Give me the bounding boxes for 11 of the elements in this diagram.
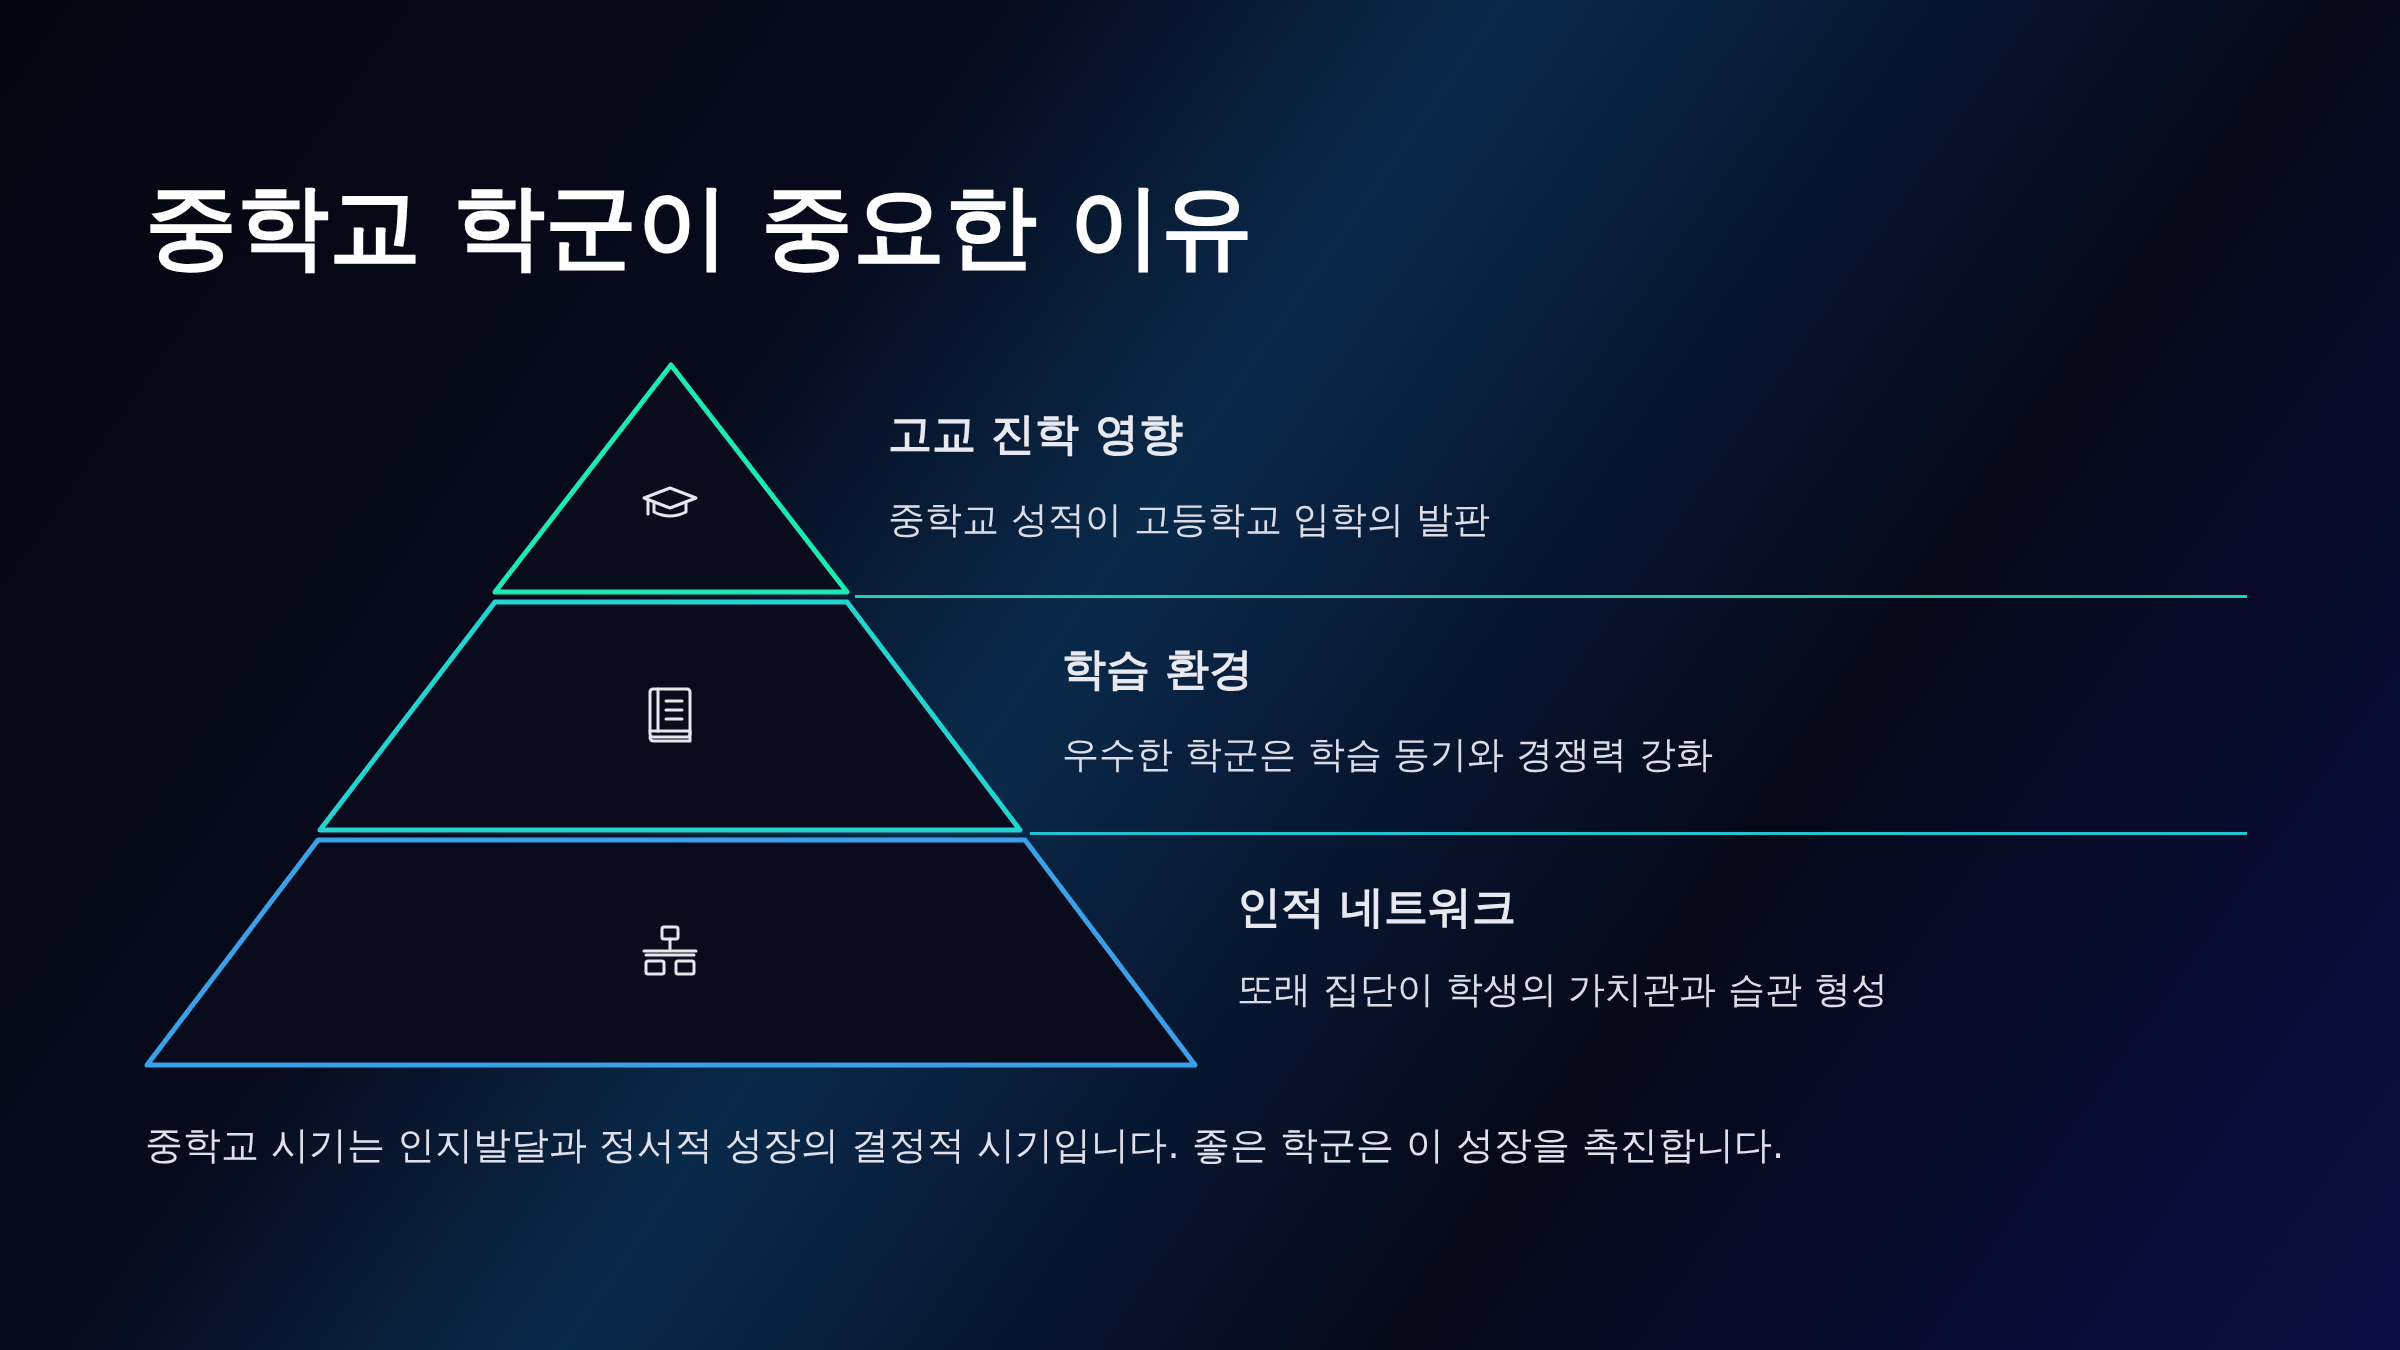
slide-title: 중학교 학군이 중요한 이유 (145, 172, 1254, 282)
tier-heading: 인적 네트워크 (1237, 880, 1517, 934)
pyramid-tier (320, 602, 1020, 830)
tier-heading: 학습 환경 (1062, 642, 1254, 696)
caption-text: 중학교 시기는 인지발달과 정서적 성장의 결정적 시기입니다. 좋은 학군은 이 성장을 촉진합니다. (145, 1122, 1785, 1169)
pyramid-tier (147, 840, 1195, 1065)
tier-heading: 고교 진학 영향 (888, 407, 1183, 461)
tier-description: 우수한 학군은 학습 동기와 경쟁력 강화 (1062, 732, 1713, 778)
tier-description: 중학교 성적이 고등학교 입학의 발판 (888, 497, 1491, 543)
pyramid-tier (495, 365, 847, 592)
tier-description: 또래 집단이 학생의 가치관과 습관 형성 (1237, 967, 1888, 1013)
